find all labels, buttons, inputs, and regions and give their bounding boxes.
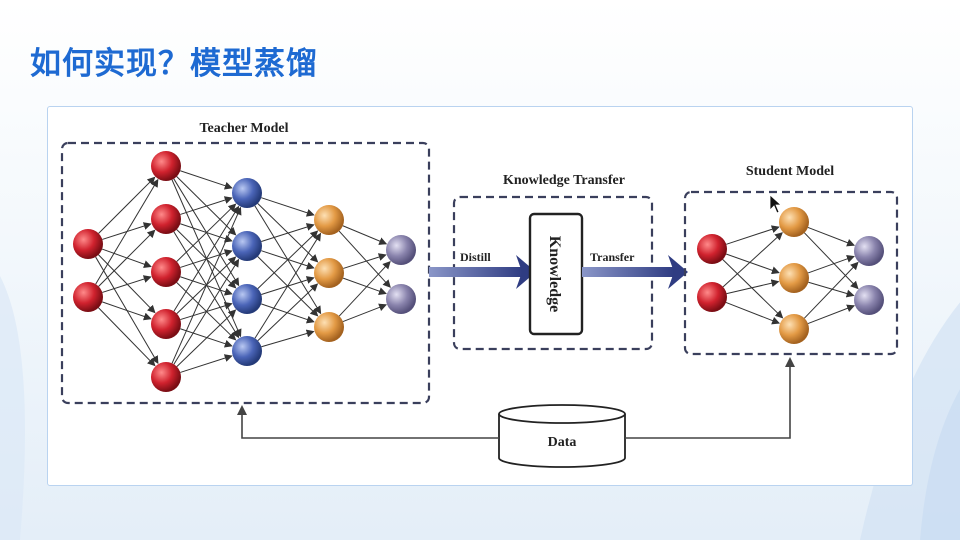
teacher-connection [180,196,233,215]
teacher-connection [102,275,152,293]
student-connection [726,279,780,295]
teacher-connection [338,260,391,317]
teacher-node-layer-4 [314,205,344,235]
teacher-connection [338,230,391,288]
teacher-connection [173,258,240,365]
teacher-node-layer-1 [73,282,103,312]
student-node-layer-2 [779,263,809,293]
teacher-connection [261,223,315,242]
teacher-connection [257,230,319,289]
teacher-connection [342,303,388,323]
student-connection [722,259,784,319]
teacher-node-layer-3 [232,231,262,261]
teacher-node-layer-3 [232,178,262,208]
distill-label: Distill [460,250,491,264]
teacher-node-layer-2 [151,362,181,392]
slide-title: 如何实现？模型蒸馏 [30,46,318,82]
teacher-connection [261,329,315,348]
student-connection [808,281,855,298]
teacher-connection [180,354,233,373]
student-connection [722,232,783,288]
data-to-teacher-line [237,405,499,439]
knowledge-transfer-label: Knowledge Transfer [503,173,625,188]
teacher-connection [98,229,156,287]
student-connection [807,226,856,247]
distill-arrow [429,255,536,289]
teacher-connection [254,232,322,339]
teacher-connection [176,203,237,262]
teacher-connection [342,277,387,295]
student-node-layer-2 [779,207,809,237]
teacher-connection [343,253,387,269]
student-connection [807,304,856,325]
teacher-node-layer-5 [386,235,416,265]
data-store [498,404,626,468]
student-node-layer-1 [697,234,727,264]
student-frame [683,190,899,356]
student-connection [725,301,781,325]
distillation-diagram: Teacher Model Knowledge Transfer Distill… [60,121,899,468]
teacher-connection [171,206,242,364]
student-node-layer-2 [779,314,809,344]
teacher-node-layer-5 [386,284,416,314]
teacher-connection [98,176,156,234]
teacher-network [73,151,416,392]
teacher-connection [102,301,152,321]
teacher-node-layer-3 [232,336,262,366]
student-connection [807,255,855,274]
student-connection [804,261,859,319]
data-to-student-line [625,357,795,439]
transfer-label: Transfer [590,250,635,264]
student-label: Student Model [746,164,834,179]
student-node-layer-3 [854,236,884,266]
knowledge-label: Knowledge [546,236,563,312]
teacher-connection [180,170,233,190]
teacher-connection [180,328,233,348]
teacher-connection [257,283,319,342]
teacher-connection [98,307,156,367]
student-connection [725,253,780,275]
student-node-layer-3 [854,285,884,315]
student-network [697,207,884,344]
transfer-arrow [582,255,688,289]
teacher-node-layer-2 [151,151,181,181]
teacher-node-layer-3 [232,284,262,314]
teacher-node-layer-2 [151,204,181,234]
teacher-connection [176,309,237,367]
teacher-node-layer-4 [314,258,344,288]
teacher-node-layer-4 [314,312,344,342]
student-connection [726,225,780,245]
teacher-connection [342,225,388,245]
student-node-layer-1 [697,282,727,312]
teacher-label: Teacher Model [199,121,288,136]
distillation-figure: Teacher Model Knowledge Transfer Distill… [47,106,913,486]
teacher-connection [95,178,159,285]
student-connection [804,232,859,290]
teacher-node-layer-2 [151,309,181,339]
mouse-cursor-icon [769,194,783,214]
teacher-node-layer-2 [151,257,181,287]
teacher-connection [173,205,240,312]
data-label: Data [548,435,577,450]
teacher-connection [261,197,315,217]
teacher-node-layer-1 [73,229,103,259]
